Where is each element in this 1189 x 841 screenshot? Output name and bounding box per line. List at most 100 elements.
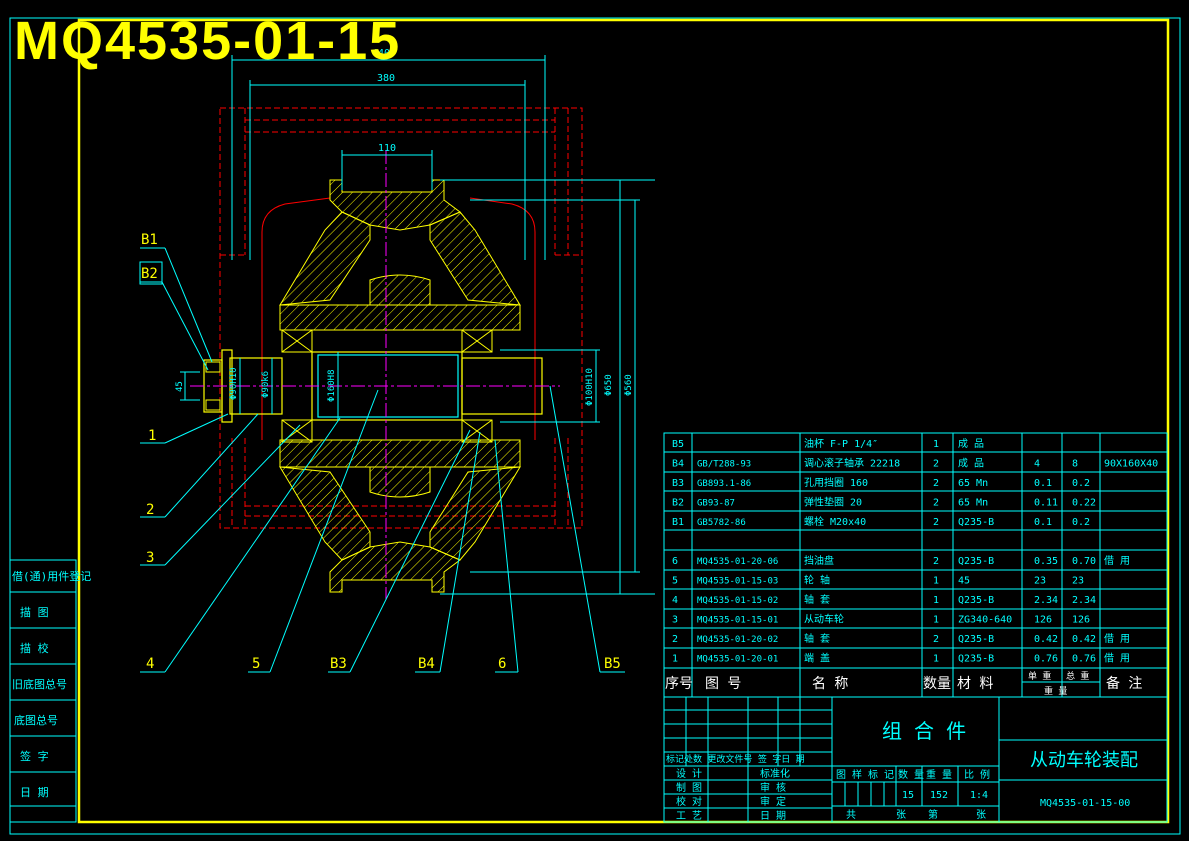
parts-cell-seq: 3 xyxy=(672,615,678,626)
parts-list-rows: B5 油杯 F-P 1/4″ 1 成 品 B4 GB/T288-93 调心滚子轴承 2221… xyxy=(672,437,1158,665)
parts-header-weight: 重 量 xyxy=(1044,685,1067,697)
parts-cell-total: 0.76 xyxy=(1072,654,1096,665)
parts-cell-qty: 2 xyxy=(933,478,939,489)
dimension-label: Φ160H8 xyxy=(327,369,337,402)
parts-header-unit: 单 重 xyxy=(1028,670,1051,682)
balloon-label: 3 xyxy=(146,550,154,566)
parts-header-total: 总 重 xyxy=(1066,670,1089,682)
parts-cell-qty: 2 xyxy=(933,498,939,509)
parts-cell-total: 0.2 xyxy=(1072,517,1090,528)
dimension-label: Φ650 xyxy=(604,374,614,396)
parts-cell-material: 成 品 xyxy=(958,438,984,450)
parts-cell-seq: B1 xyxy=(672,517,684,528)
parts-cell-note: 借 用 xyxy=(1104,633,1130,645)
parts-cell-code: MQ4535-01-15-01 xyxy=(697,616,778,626)
parts-header-material: 材 料 xyxy=(957,676,993,692)
dimension-lines xyxy=(180,55,655,595)
parts-cell-qty: 1 xyxy=(933,439,939,450)
parts-cell-unit: 4 xyxy=(1034,459,1040,470)
parts-cell-total: 8 xyxy=(1072,459,1078,470)
parts-cell-material: 45 xyxy=(958,576,970,587)
parts-cell-name: 弹性垫圈 20 xyxy=(804,496,862,509)
parts-cell-code: MQ4535-01-20-01 xyxy=(697,655,778,665)
dimension-label: Φ90H10 xyxy=(229,367,239,400)
drawing-name: 从动车轮装配 xyxy=(1030,750,1138,771)
parts-cell-name: 孔用挡圈 160 xyxy=(804,476,868,489)
stage-header: 比 例 xyxy=(964,768,990,781)
parts-cell-material: Q235-B xyxy=(958,556,994,567)
leader-lines xyxy=(140,247,625,673)
role-label: 审 核 xyxy=(760,781,786,794)
parts-cell-name: 轴 套 xyxy=(804,593,830,606)
parts-cell-material: 成 品 xyxy=(958,458,984,470)
parts-cell-material: Q235-B xyxy=(958,595,994,606)
parts-cell-note: 借 用 xyxy=(1104,555,1130,567)
parts-cell-seq: 4 xyxy=(672,595,678,606)
parts-cell-qty: 2 xyxy=(933,517,939,528)
parts-cell-unit: 23 xyxy=(1034,576,1046,587)
parts-header-note: 备 注 xyxy=(1106,675,1142,692)
scale-value: 1:4 xyxy=(970,790,988,801)
side-strip-label: 日 期 xyxy=(20,786,49,799)
wheel-cover xyxy=(261,197,536,440)
parts-cell-seq: 6 xyxy=(672,556,678,567)
parts-header-name: 名 称 xyxy=(812,676,848,692)
parts-cell-unit: 0.35 xyxy=(1034,556,1058,567)
parts-cell-unit: 0.42 xyxy=(1034,634,1058,645)
parts-cell-code: GB/T288-93 xyxy=(697,460,751,470)
role-label: 日 期 xyxy=(760,810,786,822)
side-strip-label: 旧底图总号 xyxy=(12,677,67,691)
parts-header-qty: 数量 xyxy=(923,676,951,692)
dimension-label: 110 xyxy=(378,143,396,154)
hidden-lines xyxy=(219,107,583,529)
side-strip-label: 描 图 xyxy=(20,605,49,619)
parts-cell-total: 126 xyxy=(1072,615,1090,626)
balloon-label: B5 xyxy=(604,656,621,672)
parts-cell-material: 65 Mn xyxy=(958,498,988,509)
drawing-number-title: MQ4535-01-15 xyxy=(14,11,402,71)
role-label: 工 艺 xyxy=(676,810,702,822)
parts-cell-total: 2.34 xyxy=(1072,595,1096,606)
parts-cell-unit: 2.34 xyxy=(1034,595,1058,606)
balloon-label: B2 xyxy=(141,266,158,282)
bearing-right xyxy=(461,329,493,443)
parts-cell-code: GB5782-86 xyxy=(697,518,746,528)
parts-cell-name: 油杯 F-P 1/4″ xyxy=(804,437,878,450)
parts-cell-code: GB893.1-86 xyxy=(697,479,751,489)
parts-cell-material: Q235-B xyxy=(958,517,994,528)
parts-cell-name: 轮 轴 xyxy=(804,574,830,587)
weight-value: 152 xyxy=(930,790,948,801)
parts-header-seq: 序号 xyxy=(665,676,693,692)
parts-cell-name: 从动车轮 xyxy=(804,613,844,626)
parts-cell-qty: 1 xyxy=(933,654,939,665)
parts-cell-material: Q235-B xyxy=(958,654,994,665)
parts-cell-total: 23 xyxy=(1072,576,1084,587)
balloon-label: 5 xyxy=(252,656,260,672)
parts-cell-name: 挡油盘 xyxy=(804,554,834,567)
parts-cell-note: 90X160X40 xyxy=(1104,459,1158,470)
parts-cell-code: MQ4535-01-15-03 xyxy=(697,577,778,587)
parts-cell-name: 调心滚子轴承 22218 xyxy=(804,457,900,470)
dimension-label: 45 xyxy=(175,381,185,392)
parts-cell-material: Q235-B xyxy=(958,634,994,645)
parts-cell-total: 0.22 xyxy=(1072,498,1096,509)
center-lines xyxy=(190,150,560,600)
balloon-box xyxy=(139,261,163,285)
parts-cell-total: 0.2 xyxy=(1072,478,1090,489)
parts-cell-unit: 0.1 xyxy=(1034,478,1052,489)
parts-cell-code: MQ4535-01-20-06 xyxy=(697,557,778,567)
parts-cell-seq: B4 xyxy=(672,459,684,470)
parts-cell-material: 65 Mn xyxy=(958,478,988,489)
dimension-label: 380 xyxy=(377,73,395,84)
side-strip-label: 底图总号 xyxy=(14,713,58,727)
assembly-type: 组 合 件 xyxy=(882,719,966,743)
role-label: 审 定 xyxy=(760,795,786,808)
side-strip xyxy=(9,559,77,823)
stage-header: 数 量 xyxy=(898,768,924,781)
parts-cell-unit: 0.76 xyxy=(1034,654,1058,665)
dimension-label: Φ90k6 xyxy=(261,371,271,398)
parts-cell-seq: 1 xyxy=(672,654,678,665)
balloon-label: B4 xyxy=(418,656,435,672)
parts-cell-seq: B5 xyxy=(672,439,684,450)
